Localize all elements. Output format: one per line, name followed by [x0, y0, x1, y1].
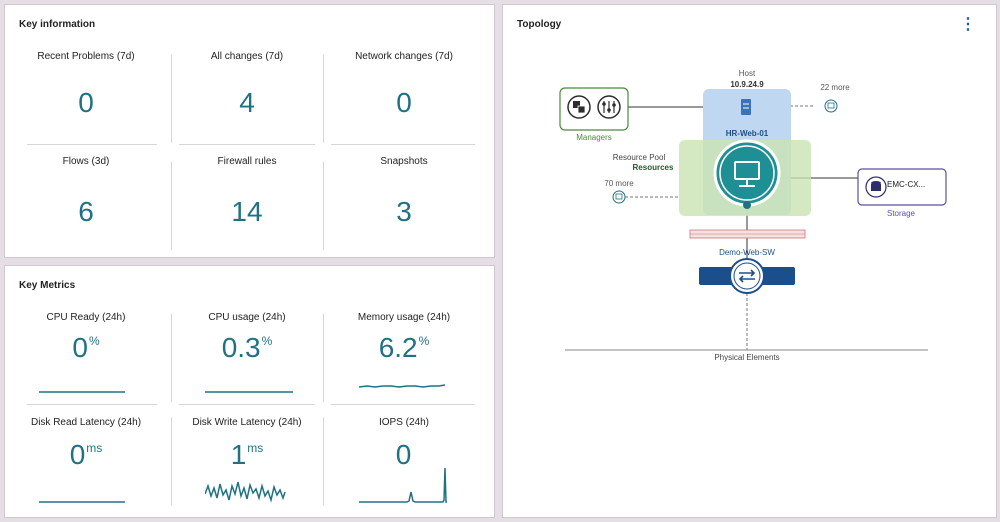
host-more-label[interactable]: 22 more: [820, 83, 850, 92]
divider: [27, 144, 157, 145]
sparkline-iops: [359, 467, 447, 503]
switch-arrows-icon: [738, 269, 756, 283]
sparkline-disk-write-latency: [205, 481, 286, 503]
divider: [171, 314, 172, 402]
metric-value-iops[interactable]: 0: [329, 439, 479, 471]
topology-diagram: [559, 87, 947, 351]
key-information-card: Key information Recent Problems (7d) 0 A…: [4, 4, 495, 258]
vm-port: [743, 201, 751, 209]
tile-label-network-changes: Network changes (7d): [355, 51, 453, 62]
tile-label-firewall-rules: Firewall rules: [217, 156, 277, 167]
managers-label: Managers: [576, 133, 612, 142]
metric-unit: ms: [86, 441, 103, 455]
vm-node[interactable]: [713, 139, 781, 207]
divider: [323, 55, 324, 143]
tile-label-flows: Flows (3d): [62, 156, 110, 167]
metric-number: 1: [230, 439, 247, 470]
card-title: Key Metrics: [19, 280, 76, 291]
pool-more-icon[interactable]: [612, 190, 626, 204]
divider: [179, 144, 315, 145]
switch-name[interactable]: Demo-Web-SW: [719, 248, 775, 257]
metric-number: 0.3: [221, 332, 261, 363]
metric-value-disk-write-latency[interactable]: 1ms: [172, 439, 322, 471]
physical-elements-label[interactable]: Physical Elements: [714, 353, 780, 362]
host-label: Host: [738, 69, 756, 78]
metric-unit: ms: [247, 441, 264, 455]
metric-value-cpu-usage[interactable]: 0.3%: [172, 332, 322, 364]
divider: [171, 417, 172, 505]
metric-unit: %: [261, 334, 273, 348]
tile-value-flows[interactable]: 6: [78, 196, 94, 227]
metric-label-disk-read-latency: Disk Read Latency (24h): [30, 417, 142, 428]
sparkline-memory-usage: [359, 384, 446, 388]
tile-value-firewall-rules[interactable]: 14: [231, 196, 263, 227]
divider: [331, 404, 475, 405]
metric-number: 6.2: [378, 332, 418, 363]
metric-label-disk-write-latency: Disk Write Latency (24h): [192, 417, 302, 428]
metric-label-cpu-ready: CPU Ready (24h): [46, 312, 126, 323]
divider: [323, 314, 324, 402]
metric-unit: %: [418, 334, 430, 348]
metric-value-memory-usage[interactable]: 6.2%: [329, 332, 479, 364]
metric-value-cpu-ready[interactable]: 0%: [11, 332, 161, 364]
metric-number: 0: [395, 439, 412, 470]
metric-label-iops: IOPS (24h): [378, 417, 430, 428]
vm-name[interactable]: HR-Web-01: [725, 129, 769, 138]
divider: [331, 144, 475, 145]
sparkline-cpu-usage: [205, 391, 293, 393]
sparkline-cpu-ready: [39, 391, 125, 393]
metric-label-memory-usage: Memory usage (24h): [357, 312, 451, 323]
divider: [179, 404, 315, 405]
pool-more-label[interactable]: 70 more: [604, 179, 634, 188]
kebab-menu-icon[interactable]: ⋮: [960, 16, 976, 33]
host-ip[interactable]: 10.9.24.9: [730, 80, 764, 89]
server-icon: [741, 99, 751, 115]
metric-number: 0: [72, 332, 88, 363]
tile-value-snapshots[interactable]: 3: [396, 196, 412, 227]
card-title: Key information: [19, 19, 96, 30]
topology-card: Topology ⋮: [502, 4, 997, 518]
tile-label-all-changes: All changes (7d): [210, 51, 284, 62]
resource-pool-label: Resource Pool: [612, 153, 666, 162]
metric-label-cpu-usage: CPU usage (24h): [208, 312, 286, 323]
divider: [323, 162, 324, 250]
tile-value-recent-problems[interactable]: 0: [78, 87, 94, 118]
sparkline-disk-read-latency: [39, 501, 125, 503]
key-metrics-card: Key Metrics CPU Ready (24h) 0% CPU usage…: [4, 265, 495, 518]
tile-value-all-changes[interactable]: 4: [239, 87, 255, 118]
metric-value-disk-read-latency[interactable]: 0ms: [11, 439, 161, 471]
metric-number: 0: [69, 439, 86, 470]
card-title: Topology: [517, 19, 562, 30]
tile-value-network-changes[interactable]: 0: [396, 87, 412, 118]
metric-unit: %: [88, 334, 100, 348]
divider: [171, 55, 172, 143]
storage-label: Storage: [886, 209, 916, 218]
host-more-icon[interactable]: [824, 99, 838, 113]
divider: [323, 417, 324, 505]
firewall-icon: [689, 229, 806, 239]
tile-label-snapshots: Snapshots: [380, 156, 428, 167]
tile-label-recent-problems: Recent Problems (7d): [37, 51, 135, 62]
resource-pool-name[interactable]: Resources: [632, 163, 674, 172]
storage-name[interactable]: EMC-CX...: [887, 180, 926, 189]
divider: [27, 404, 157, 405]
divider: [171, 162, 172, 250]
